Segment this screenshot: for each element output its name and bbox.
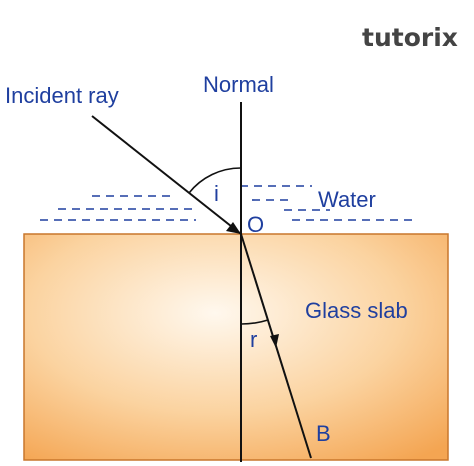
angle-r-label: r bbox=[250, 327, 257, 352]
incident-ray-label: Incident ray bbox=[5, 83, 119, 108]
glass-slab-label: Glass slab bbox=[305, 298, 408, 323]
angle-i-arc bbox=[188, 167, 242, 194]
refracted-arrowhead bbox=[270, 334, 279, 348]
incident-ray bbox=[91, 115, 242, 235]
water-label: Water bbox=[318, 187, 376, 212]
incident-arrowhead bbox=[226, 222, 241, 234]
water-surface bbox=[40, 185, 412, 221]
angle-i-label: i bbox=[214, 181, 219, 206]
point-o-label: O bbox=[247, 212, 264, 237]
tutorix-logo: tutorix bbox=[362, 23, 458, 52]
angle-r-arc bbox=[240, 319, 269, 325]
normal-label: Normal bbox=[203, 72, 274, 97]
glass-slab bbox=[23, 233, 449, 461]
point-b-label: B bbox=[316, 421, 331, 446]
